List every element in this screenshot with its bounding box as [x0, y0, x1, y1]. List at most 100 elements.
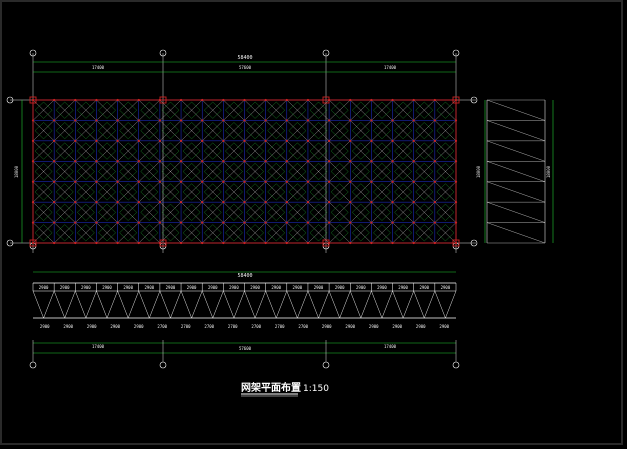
plan-web-diagonal — [159, 181, 182, 203]
plan-node — [412, 139, 415, 142]
bottom-left-segment-dimension: 17400 — [92, 344, 105, 349]
plan-web-diagonal — [96, 202, 118, 223]
plan-lower-chord-diamond — [55, 122, 74, 140]
plan-node — [412, 160, 415, 163]
plan-web-diagonal — [32, 120, 55, 141]
plan-node — [95, 221, 98, 224]
plan-lower-chord-diamond — [119, 183, 138, 201]
plan-web-diagonal — [180, 99, 203, 121]
plan-node — [222, 160, 225, 163]
plan-web-diagonal — [32, 202, 55, 223]
elev-bottom-segment-label: 2900 — [134, 324, 144, 329]
plan-node — [243, 139, 246, 142]
axis-bubble-right — [470, 96, 478, 104]
elev-top-segment-label: 2900 — [39, 285, 49, 290]
plan-lower-chord-diamond — [98, 224, 116, 242]
plan-web-diagonal — [159, 99, 182, 121]
plan-web-diagonal — [138, 120, 161, 141]
plan-web-diagonal — [350, 161, 372, 182]
plan-node — [285, 221, 288, 224]
side-web-diagonal — [486, 201, 546, 223]
plan-web-diagonal — [265, 222, 287, 244]
elev-top-segment-label: 2900 — [314, 285, 324, 290]
axis-bubble-bottom-view — [452, 361, 460, 369]
plan-node — [158, 160, 161, 163]
axis-bubble-top — [322, 49, 330, 57]
plan-node — [306, 201, 310, 204]
plan-web-diagonal — [244, 202, 266, 223]
plan-lower-chord-diamond — [394, 142, 412, 160]
plan-web-diagonal — [392, 140, 414, 162]
plan-lower-chord-diamond — [55, 224, 74, 242]
plan-web-diagonal — [117, 222, 139, 244]
plan-node — [53, 139, 56, 142]
plan-node — [74, 180, 77, 183]
side-web-diagonal — [486, 120, 546, 142]
plan-lower-chord-diamond — [225, 224, 243, 242]
plan-node — [433, 139, 436, 142]
plan-web-diagonal — [75, 181, 97, 203]
plan-web-diagonal — [202, 181, 224, 203]
plan-node — [95, 180, 98, 183]
elev-web-diagonal — [117, 290, 129, 319]
plan-lower-chord-diamond — [119, 142, 138, 160]
plan-web-diagonal — [413, 99, 435, 121]
plan-lower-chord-diamond — [415, 224, 434, 242]
elev-web-diagonal — [371, 290, 383, 319]
elev-web-diagonal — [339, 290, 351, 319]
plan-node — [53, 119, 56, 122]
plan-web-diagonal — [180, 161, 203, 182]
plan-node — [137, 139, 140, 142]
plan-web-diagonal — [434, 99, 457, 121]
elev-web-diagonal — [32, 290, 44, 319]
plan-right-height-dimension: 18000 — [476, 165, 481, 178]
axis-bubble-left — [6, 96, 14, 104]
plan-lower-chord-diamond — [77, 224, 95, 242]
plan-lower-chord-diamond — [373, 224, 391, 242]
plan-lower-chord-diamond — [140, 122, 159, 140]
plan-lower-chord-diamond — [225, 142, 243, 160]
plan-web-diagonal — [328, 181, 351, 203]
plan-node — [243, 119, 246, 122]
plan-lower-chord-diamond — [140, 183, 159, 201]
plan-web-diagonal — [138, 99, 161, 121]
plan-lower-chord-diamond — [394, 163, 412, 180]
plan-lower-chord-diamond — [225, 183, 243, 201]
elev-web-diagonal — [307, 290, 319, 319]
plan-lower-chord-diamond — [140, 224, 159, 242]
plan-lower-chord-diamond — [436, 101, 455, 119]
support-marker — [29, 96, 37, 104]
plan-lower-chord-diamond — [267, 101, 286, 119]
plan-node — [412, 201, 415, 204]
elev-web-diagonal — [223, 290, 235, 319]
plan-web-diagonal — [138, 222, 161, 244]
elev-web-diagonal — [360, 290, 372, 319]
elev-web-diagonal — [170, 290, 182, 319]
elev-top-segment-label: 2900 — [102, 285, 112, 290]
plan-lower-chord-diamond — [182, 142, 201, 160]
elev-web-diagonal — [212, 290, 224, 319]
plan-web-diagonal — [413, 222, 435, 244]
plan-lower-chord-diamond — [288, 183, 307, 201]
elev-web-diagonal — [350, 290, 362, 319]
plan-node — [116, 201, 119, 204]
plan-node — [158, 119, 161, 122]
elev-top-segment-label: 2900 — [166, 285, 176, 290]
plan-node — [328, 180, 331, 183]
plan-web-diagonal — [96, 161, 118, 182]
plan-web-diagonal — [244, 222, 266, 244]
plan-web-diagonal — [75, 120, 97, 141]
plan-node — [306, 221, 310, 224]
plan-web-diagonal — [202, 99, 224, 121]
plan-lower-chord-diamond — [161, 224, 180, 242]
plan-node — [328, 119, 331, 122]
plan-node — [179, 139, 183, 142]
plan-web-diagonal — [328, 161, 351, 182]
plan-node — [306, 119, 310, 122]
plan-web-diagonal — [371, 99, 393, 121]
plan-web-diagonal — [202, 120, 224, 141]
plan-web-diagonal — [350, 202, 372, 223]
